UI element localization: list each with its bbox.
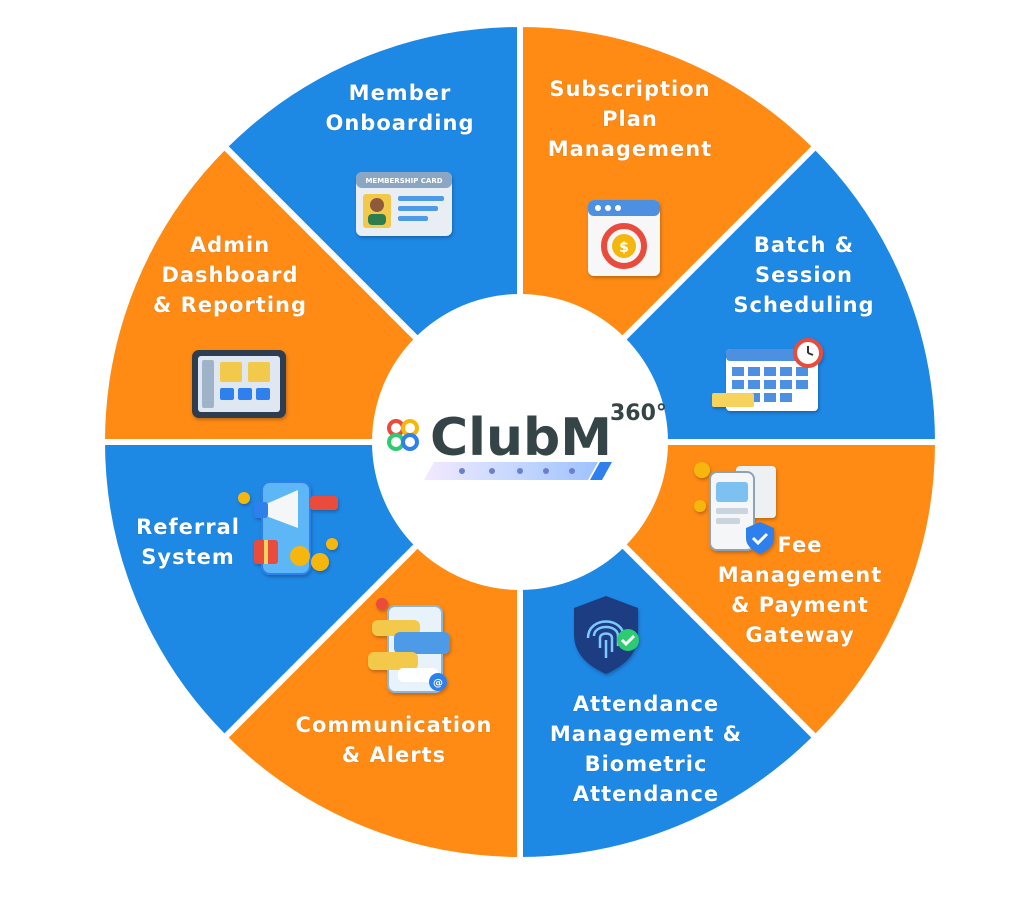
svg-text:@: @	[433, 678, 443, 689]
wheel-icons: MEMBERSHIP CARD $	[192, 172, 823, 693]
label-line: Referral	[136, 515, 240, 539]
brand-name: ClubM	[430, 408, 612, 468]
fingerprint-shield-icon	[574, 596, 639, 674]
label-line: Plan	[602, 107, 658, 131]
label-line: Attendance	[573, 692, 719, 716]
subscription-renewal-icon: $	[588, 200, 660, 276]
label-line: Management	[548, 137, 713, 161]
label-line: Gateway	[745, 623, 854, 647]
megaphone-phone-icon	[238, 481, 338, 575]
label-line: Attendance	[573, 782, 719, 806]
label-line: & Payment	[731, 593, 869, 617]
payment-phone-icon	[694, 462, 776, 554]
calendar-clock-icon	[712, 338, 823, 411]
center-hub: ClubM 360°	[372, 294, 668, 590]
label-line: & Reporting	[153, 293, 307, 317]
label-line: Fee	[778, 533, 823, 557]
svg-text:MEMBERSHIP CARD: MEMBERSHIP CARD	[365, 177, 442, 185]
dashboard-tablet-icon	[192, 350, 286, 418]
brand-logo-icon	[387, 419, 419, 451]
sport-icons-strip	[424, 462, 612, 480]
label-line: & Alerts	[342, 743, 446, 767]
label-line: System	[141, 545, 234, 569]
center-circle	[372, 294, 668, 590]
label-line: Session	[755, 263, 853, 287]
chat-bubbles-icon: @	[368, 598, 450, 693]
label-line: Management &	[550, 722, 742, 746]
label-line: Biometric	[585, 752, 708, 776]
label-line: Subscription	[549, 77, 710, 101]
label-line: Scheduling	[733, 293, 874, 317]
label-line: Communication	[296, 713, 493, 737]
label-line: Batch &	[754, 233, 854, 257]
label-line: Management	[718, 563, 883, 587]
membership-card-icon: MEMBERSHIP CARD	[356, 172, 452, 236]
label-line: Dashboard	[161, 263, 298, 287]
svg-text:$: $	[619, 240, 629, 256]
label-line: Admin	[190, 233, 270, 257]
label-line: Member	[349, 81, 452, 105]
label-communication-alerts: Communication & Alerts	[296, 713, 493, 767]
brand-superscript: 360°	[610, 401, 667, 426]
label-line: Onboarding	[325, 111, 474, 135]
